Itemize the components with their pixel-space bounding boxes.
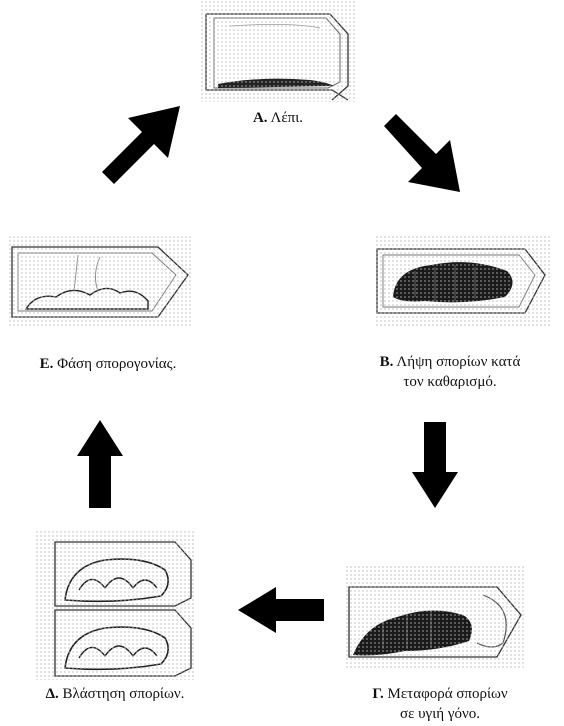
stage-c-illustration <box>345 565 525 668</box>
arrow-a-to-b <box>380 112 470 202</box>
stage-b-caption: Β. Λήψη σπορίων κατά τον καθαρισμό. <box>350 352 550 392</box>
stage-e-illustration <box>8 235 193 327</box>
arrow-e-to-a <box>100 98 190 188</box>
stage-c-caption: Γ. Μεταφορά σπορίων σε υγιή γόνο. <box>340 684 540 724</box>
arrow-b-to-c <box>410 420 460 510</box>
arrow-d-to-e <box>75 418 125 510</box>
stage-e-caption: Ε. Φάση σπορογονίας. <box>18 354 198 374</box>
stage-a-caption: Α. Λέπι. <box>218 108 338 128</box>
stage-d-caption: Δ. Βλάστηση σπορίων. <box>20 684 210 704</box>
stage-b-illustration <box>375 235 550 327</box>
stage-d-illustration <box>35 530 195 680</box>
arrow-c-to-d <box>236 585 326 635</box>
stage-a-illustration <box>200 0 355 102</box>
